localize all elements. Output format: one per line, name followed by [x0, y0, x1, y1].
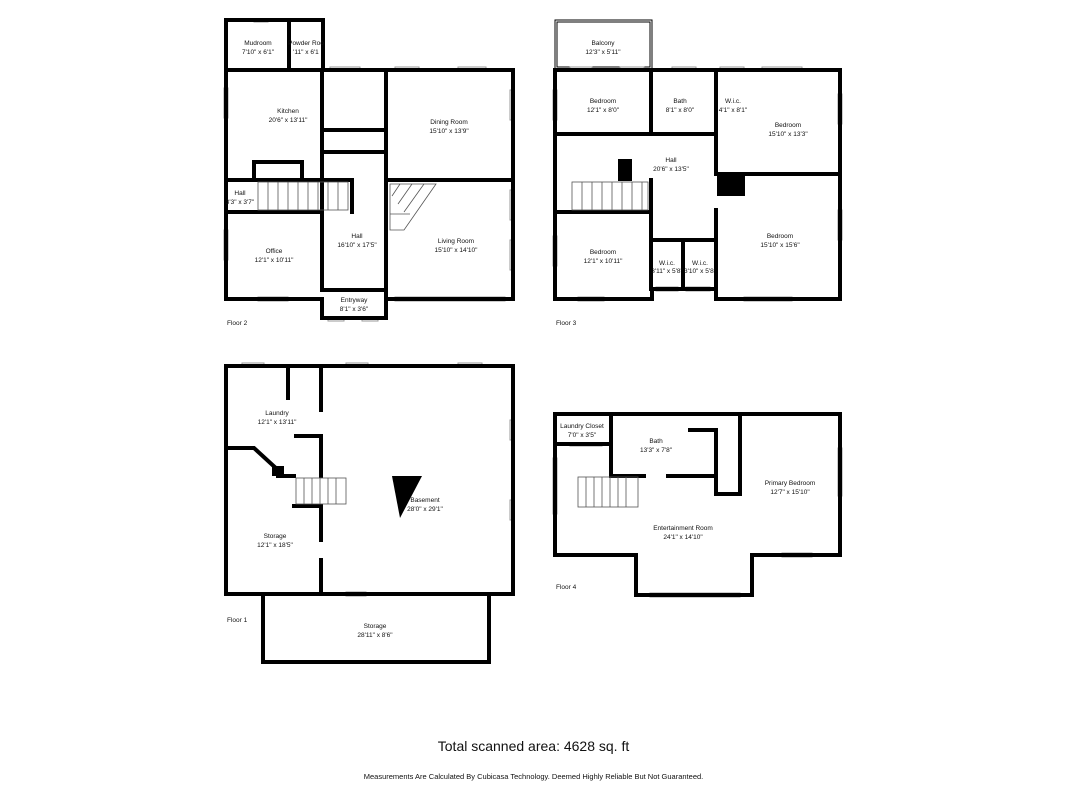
room-dims: 12'1" x 18'5" [257, 542, 293, 549]
room-dims: 28'0" x 29'1" [407, 506, 443, 513]
room-name: Primary Bedroom [765, 480, 816, 487]
room-name: Kitchen [277, 108, 299, 115]
room-name: Storage [364, 623, 387, 630]
room-dims: 12'1" x 13'11" [258, 419, 297, 426]
room-name: Bath [673, 98, 687, 105]
floor-1-stairs [295, 477, 347, 505]
room-dims: 15'10" x 13'3" [768, 131, 808, 138]
room-dims: 7'0" x 3'5" [568, 432, 597, 439]
room-dims: 3'11" x 5'8" [651, 268, 683, 275]
room-dims: 3'3" x 3'7" [226, 199, 255, 206]
floor-1-plan: Laundry 12'1" x 13'11" Basement 28'0" x … [224, 362, 515, 664]
room-dims: 13'3" x 7'8" [640, 447, 673, 454]
room-dims: 20'6" x 13'11" [269, 117, 308, 124]
room-dims: 15'10" x 14'10" [435, 247, 479, 254]
floor-label: Floor 3 [556, 320, 577, 327]
floor-2-winding-stairs [389, 183, 437, 231]
room-name: Bedroom [775, 122, 801, 129]
room-name: Hall [234, 190, 246, 197]
room-dims: 28'11" x 8'6" [357, 632, 393, 639]
room-dims: 12'1" x 10'11" [584, 258, 623, 265]
total-area: Total scanned area: 4628 sq. ft [437, 738, 630, 754]
floor-2-stairs [257, 181, 349, 211]
floor-3-plan: Balcony 12'3" x 5'11" Bedroom 12'1" x 8'… [552, 19, 843, 327]
room-dims: 15'10" x 15'6" [760, 242, 800, 249]
floor-label: Floor 1 [227, 617, 248, 624]
room-name: Balcony [591, 40, 615, 47]
floor-2-plan: Mudroom 7'10" x 6'1" Powder Roo '11" x 6… [223, 18, 515, 327]
room-dims: 12'7" x 15'10" [770, 489, 810, 496]
room-name: Entryway [341, 297, 368, 304]
room-name: Entertainment Room [653, 525, 713, 532]
room-name: W.i.c. [659, 260, 675, 267]
disclaimer-text: Measurements Are Calculated By Cubicasa … [363, 772, 704, 781]
room-dims: 15'10" x 13'9" [429, 128, 469, 135]
room-dims: 12'1" x 8'0" [587, 107, 620, 114]
floor-label: Floor 4 [556, 584, 577, 591]
room-name: Bedroom [590, 249, 616, 256]
room-dims: 3'10" x 5'8" [684, 268, 717, 275]
room-name: Bath [649, 438, 663, 445]
room-dims: 8'1" x 3'6" [340, 306, 369, 313]
room-dims: 24'1" x 14'10" [663, 534, 703, 541]
floor-3-stairs [571, 181, 649, 211]
room-name: W.i.c. [692, 260, 708, 267]
room-dims: 12'1" x 10'11" [255, 257, 294, 264]
room-dims: 7'10" x 6'1" [242, 49, 275, 56]
room-name: Basement [410, 497, 439, 504]
room-name: Laundry [265, 410, 289, 417]
room-name: Hall [351, 233, 363, 240]
room-name: Bedroom [590, 98, 616, 105]
floor-label: Floor 2 [227, 320, 248, 327]
room-name: Powder Roo [288, 40, 324, 47]
room-dims: '11" x 6'1 [293, 49, 319, 56]
room-dims: 8'1" x 8'0" [666, 107, 695, 114]
room-dims: 16'10" x 17'5" [337, 242, 377, 249]
room-name: W.i.c. [725, 98, 741, 105]
room-dims: 4'1" x 8'1" [719, 107, 748, 114]
room-name: Office [266, 248, 283, 255]
room-name: Dining Room [430, 119, 468, 126]
room-name: Living Room [438, 238, 474, 245]
room-dims: 12'3" x 5'11" [585, 49, 621, 56]
room-name: Hall [665, 157, 677, 164]
floor-4-plan: Laundry Closet 7'0" x 3'5" Bath 13'3" x … [552, 412, 843, 598]
room-name: Storage [264, 533, 287, 540]
room-name: Laundry Closet [560, 423, 604, 430]
room-name: Mudroom [244, 40, 271, 47]
room-name: Bedroom [767, 233, 793, 240]
floor-4-stairs [577, 476, 639, 508]
room-dims: 20'6" x 13'5" [653, 166, 689, 173]
